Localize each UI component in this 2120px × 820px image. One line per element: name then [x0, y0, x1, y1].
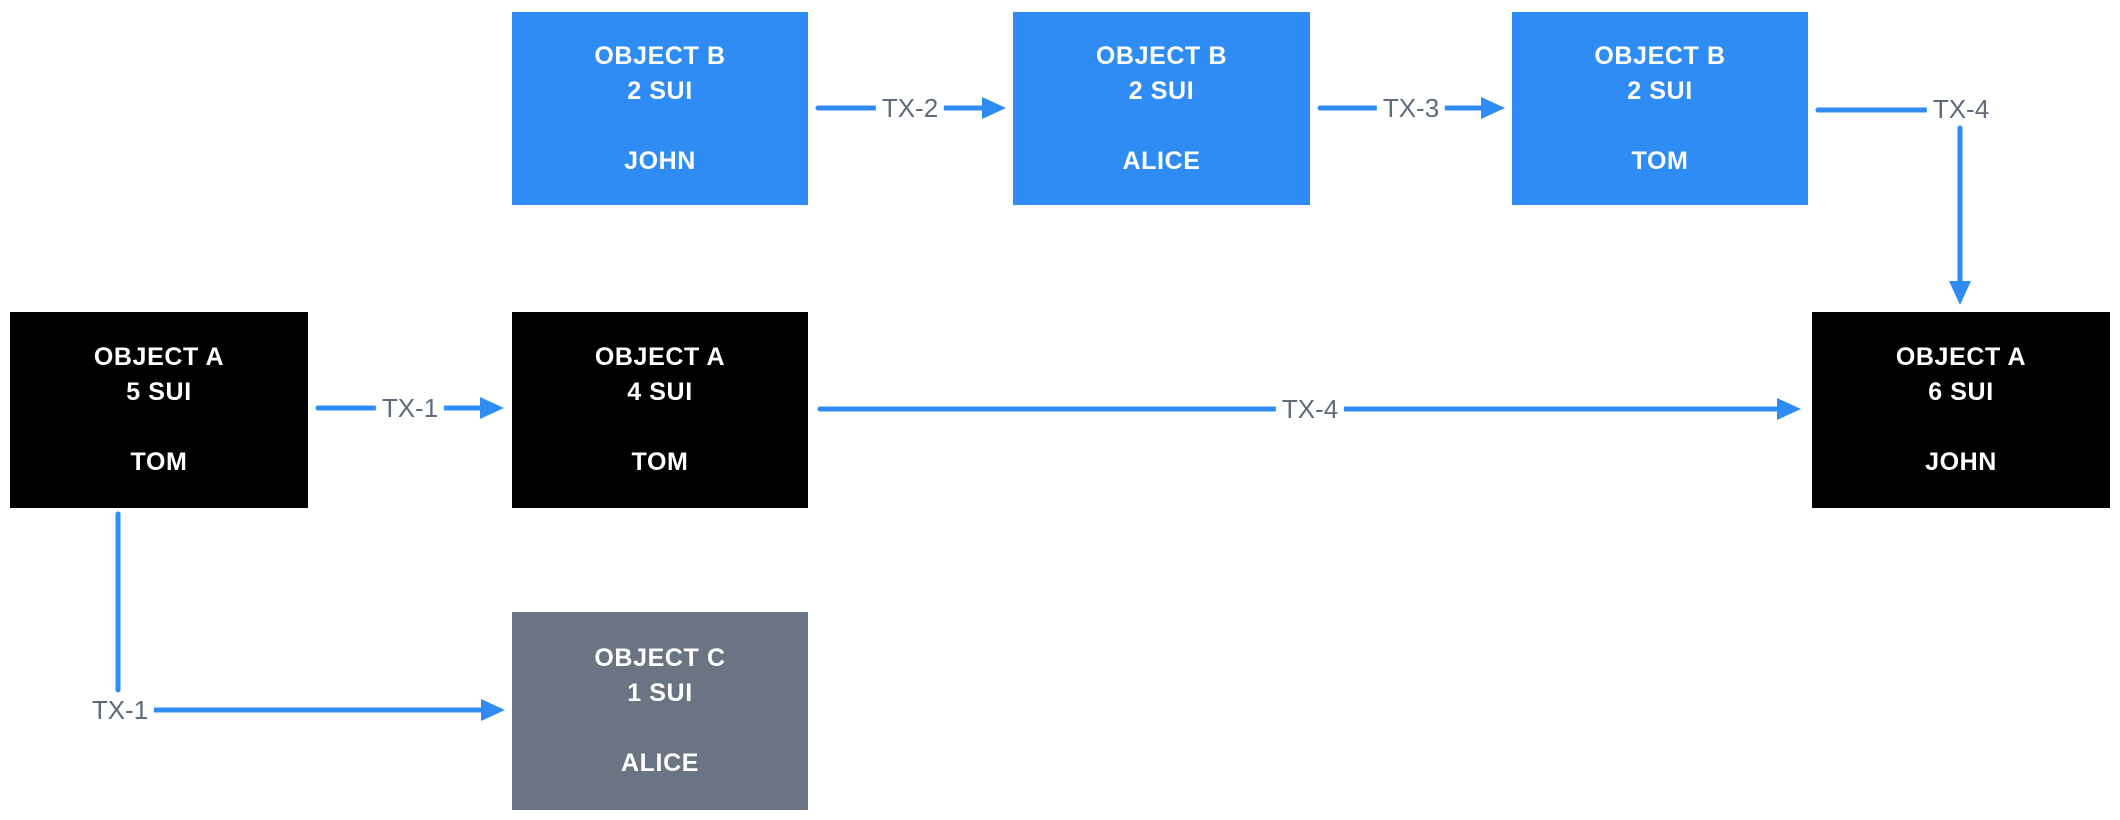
- tx1-mid-label: TX-1: [375, 392, 445, 424]
- node-object-b-alice: OBJECT B 2 SUI ALICE: [1013, 12, 1310, 205]
- node-owner: JOHN: [1925, 448, 1997, 476]
- node-owner: ALICE: [621, 749, 699, 777]
- node-amount: 5 SUI: [126, 378, 192, 406]
- tx1-bottom-arrowhead: [481, 699, 505, 721]
- node-title: OBJECT B: [1095, 41, 1228, 70]
- node-owner: TOM: [1631, 146, 1689, 175]
- node-object-a-5-tom: OBJECT A 5 SUI TOM: [10, 312, 308, 508]
- tx2-arrowhead: [982, 97, 1006, 119]
- tx4-top-label: TX-4: [1926, 93, 1996, 125]
- tx3-arrowhead: [1481, 97, 1505, 119]
- node-title: OBJECT B: [594, 41, 726, 70]
- node-amount: 4 SUI: [627, 378, 693, 406]
- node-object-a-6-john: OBJECT A 6 SUI JOHN: [1812, 312, 2110, 508]
- node-title: OBJECT B: [1594, 41, 1726, 70]
- node-amount: 2 SUI: [1128, 76, 1195, 105]
- tx3-label: TX-3: [1376, 92, 1446, 124]
- node-title: OBJECT A: [93, 343, 225, 371]
- node-object-c-alice: OBJECT C 1 SUI ALICE: [512, 612, 808, 810]
- node-title: OBJECT C: [594, 644, 726, 672]
- node-amount: 2 SUI: [1627, 76, 1693, 105]
- node-owner: TOM: [631, 448, 689, 476]
- node-amount: 2 SUI: [627, 76, 693, 105]
- node-title: OBJECT A: [1895, 343, 2027, 371]
- tx4-top-arrowhead: [1949, 281, 1971, 305]
- node-title: OBJECT A: [594, 343, 726, 371]
- node-owner: TOM: [130, 448, 188, 476]
- node-object-a-4-tom: OBJECT A 4 SUI TOM: [512, 312, 808, 508]
- node-owner: ALICE: [1122, 146, 1201, 175]
- node-object-b-john: OBJECT B 2 SUI JOHN: [512, 12, 808, 205]
- tx4-long-arrowhead: [1777, 398, 1801, 420]
- node-owner: JOHN: [624, 146, 696, 175]
- node-amount: 1 SUI: [627, 679, 693, 707]
- tx4-long-label: TX-4: [1275, 393, 1345, 425]
- node-object-b-tom: OBJECT B 2 SUI TOM: [1512, 12, 1808, 205]
- tx1-bottom-label: TX-1: [85, 694, 155, 726]
- tx1-mid-arrowhead: [480, 397, 504, 419]
- node-amount: 6 SUI: [1928, 378, 1994, 406]
- tx2-label: TX-2: [875, 92, 945, 124]
